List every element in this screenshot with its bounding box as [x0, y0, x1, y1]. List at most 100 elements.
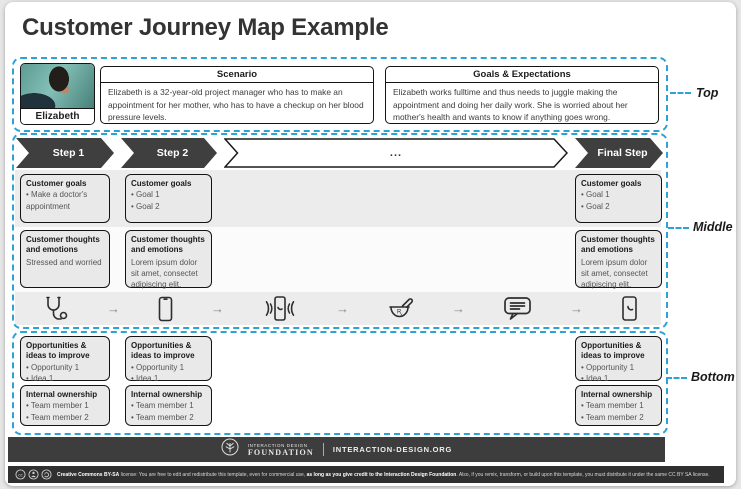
opportunities-box: Opportunities & ideas to improve Opportu…: [125, 336, 212, 383]
box-item: Goal 1: [131, 189, 206, 201]
box-title: Opportunities & ideas to improve: [581, 341, 645, 361]
internal-ownership-box: Internal ownership Team member 1 Team me…: [20, 385, 110, 426]
annotation-middle: Middle: [693, 220, 733, 234]
thoughts-row-band: [15, 227, 661, 292]
chevron-arrow-shape: [121, 138, 217, 168]
box-title: Internal ownership: [131, 390, 203, 399]
box-title: Opportunities & ideas to improve: [131, 341, 195, 361]
internal-ownership-box: Internal ownership Team member 1 Team me…: [575, 385, 662, 426]
box-item: Team member 1: [26, 400, 104, 412]
cc-sa-icon: [41, 469, 52, 480]
bottom-annotation-connector: [666, 377, 687, 379]
box-item: Opportunity 1: [26, 362, 104, 374]
customer-goals-box: Customer goals Goal 1 Goal 2: [575, 174, 662, 223]
ringing-phone-icon: [262, 295, 298, 322]
box-title: Customer goals: [581, 179, 642, 188]
svg-text:cc: cc: [18, 472, 23, 477]
box-item: Goal 2: [131, 201, 206, 213]
thoughts-emotions-box: Customer thoughts and emotions Lorem ips…: [125, 230, 212, 290]
svg-text:R: R: [397, 310, 402, 316]
final-step-arrow: Final Step: [575, 138, 663, 168]
persona-card: Elizabeth: [20, 63, 95, 125]
middle-annotation-connector: [668, 227, 689, 229]
footer-org-line1: INTERACTION DESIGN: [247, 442, 308, 448]
chevron-arrow-shape: [16, 138, 114, 168]
thoughts-emotions-box: Customer thoughts and emotions Lorem ips…: [575, 230, 662, 290]
license-text-a: license: You are free to edit and redist…: [119, 471, 307, 478]
footer-divider: [322, 443, 324, 456]
box-body: Lorem ipsum dolor sit amet, consectet ad…: [131, 257, 198, 290]
cc-icon: cc: [15, 469, 26, 480]
goals-row-band: [15, 170, 661, 227]
steps-row: Step 1 Step 2 ... Final Step: [16, 138, 664, 168]
customer-goals-box: Customer goals Make a doctor's appointme…: [20, 174, 110, 223]
box-title: Customer thoughts and emotions: [26, 235, 100, 255]
customer-goals-box: Customer goals Goal 1 Goal 2: [125, 174, 212, 223]
footer-org-name: INTERACTION DESIGN FOUNDATION: [248, 443, 314, 457]
box-item: Team member 2: [581, 412, 656, 424]
smartphone-icon: [158, 296, 173, 322]
box-title: Internal ownership: [581, 390, 653, 399]
box-item: Idea 1: [581, 373, 656, 385]
phone-call-icon: [621, 295, 638, 322]
box-title: Customer goals: [26, 179, 87, 188]
step-1-label: Step 1: [52, 147, 85, 159]
stethoscope-icon: [42, 295, 69, 322]
persona-name: Elizabeth: [21, 108, 94, 124]
cc-by-icon: [28, 469, 39, 480]
internal-ownership-box: Internal ownership Team member 1 Team me…: [125, 385, 212, 426]
footer-brand-bar: INTERACTION DESIGN FOUNDATION INTERACTIO…: [8, 437, 665, 462]
box-item: Team member 1: [131, 400, 206, 412]
chat-message-icon: [503, 296, 532, 321]
box-item: Idea 1: [26, 373, 104, 385]
license-text-b: . Also, if you remix, transform, or buil…: [456, 471, 710, 478]
box-item: Team member 2: [26, 412, 104, 424]
box-item: Goal 2: [581, 201, 656, 213]
top-annotation-connector: [670, 92, 691, 94]
box-title: Customer thoughts and emotions: [131, 235, 205, 255]
persona-photo: [21, 64, 94, 108]
chevron-arrow-shape: [223, 138, 569, 168]
arrow-right-icon: →: [336, 301, 349, 316]
box-item: Opportunity 1: [131, 362, 206, 374]
box-body: Lorem ipsum dolor sit amet, consectet ad…: [581, 257, 648, 290]
goals-expectations-body: Elizabeth works fulltime and thus needs …: [393, 87, 628, 123]
thoughts-emotions-box: Customer thoughts and emotions Stressed …: [20, 230, 110, 288]
box-body: Stressed and worried: [26, 257, 102, 267]
license-text: Creative Commons BY-SA license: You are …: [57, 472, 710, 478]
opportunities-box: Opportunities & ideas to improve Opportu…: [20, 336, 110, 383]
box-item: Make a doctor's appointment: [26, 189, 104, 212]
intermediate-steps-arrow: ...: [223, 138, 569, 168]
box-item: Team member 2: [131, 412, 206, 424]
license-bold-credit: as long as you give credit to the Intera…: [306, 471, 457, 478]
page-title: Customer Journey Map Example: [22, 14, 389, 41]
box-item: Goal 1: [581, 189, 656, 201]
footer-url: INTERACTION-DESIGN.ORG: [332, 445, 453, 454]
footer-org-line2: FOUNDATION: [247, 447, 314, 457]
icons-row-band: [15, 292, 661, 325]
annotation-top: Top: [696, 86, 719, 100]
arrow-right-icon: →: [107, 301, 120, 316]
license-strip: cc Creative Commons BY-SA license: You a…: [8, 466, 724, 483]
scenario-card: Scenario Elizabeth is a 32-year-old proj…: [100, 66, 374, 124]
box-title: Customer thoughts and emotions: [581, 235, 655, 255]
scenario-body: Elizabeth is a 32-year-old project manag…: [108, 87, 364, 123]
arrow-right-icon: →: [452, 301, 465, 316]
step-2-label: Step 2: [156, 147, 189, 159]
intermediate-steps-label: ...: [389, 147, 403, 159]
box-title: Opportunities & ideas to improve: [26, 341, 90, 361]
goals-expectations-card: Goals & Expectations Elizabeth works ful…: [385, 66, 659, 124]
arrow-right-icon: →: [570, 301, 583, 316]
step-2-arrow: Step 2: [121, 138, 217, 168]
opportunities-box: Opportunities & ideas to improve Opportu…: [575, 336, 662, 383]
touchpoints-row: → → → R x: [18, 292, 662, 325]
scenario-title: Scenario: [101, 67, 373, 83]
ixdf-logo-icon: [221, 438, 239, 461]
license-bold-intro: Creative Commons BY-SA: [57, 471, 120, 478]
goals-expectations-title: Goals & Expectations: [386, 67, 658, 83]
step-1-arrow: Step 1: [16, 138, 114, 168]
box-item: Opportunity 1: [581, 362, 656, 374]
final-step-label: Final Step: [597, 147, 648, 159]
pharmacy-mortar-icon: R x: [387, 296, 414, 321]
